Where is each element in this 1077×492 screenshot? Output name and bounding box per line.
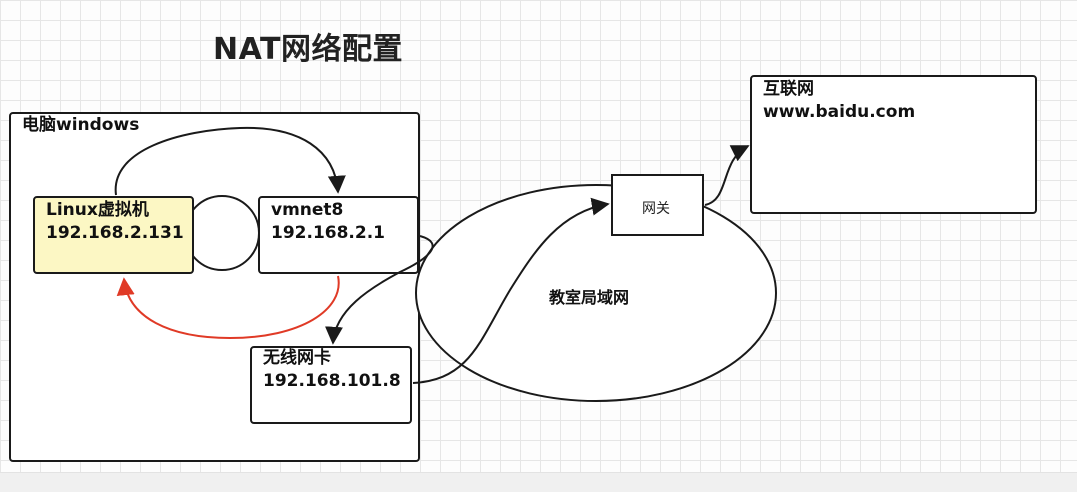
vmnet8-text: vmnet8 192.168.2.1: [271, 199, 385, 245]
vmnet8-name: vmnet8: [271, 200, 344, 220]
internet-name: 互联网: [763, 79, 814, 99]
arrow-vmnet8-to-wireless: [325, 235, 434, 345]
wireless-nic-box: [250, 346, 412, 424]
linux-vm-box: [33, 196, 194, 274]
vmnet8-ip: 192.168.2.1: [271, 223, 386, 243]
arrow-return-to-linux: [116, 275, 340, 340]
internet-text: 互联网 www.baidu.com: [763, 78, 915, 124]
vmnet8-box: [258, 196, 419, 274]
lan-label: 教室局域网: [549, 288, 630, 307]
linux-vm-ip: 192.168.2.131: [46, 223, 184, 243]
internet-box: [750, 75, 1037, 214]
diagram-title: NAT网络配置: [213, 32, 403, 67]
gateway-label: 网关: [642, 201, 670, 217]
arrow-linux-to-vmnet8: [114, 126, 346, 196]
windows-host-label: 电脑windows: [22, 115, 140, 135]
bottom-strip: [0, 472, 1077, 492]
internet-url: www.baidu.com: [763, 102, 916, 122]
arrow-gateway-to-internet: [704, 145, 750, 206]
lan-ellipse: [415, 184, 777, 402]
linux-vm-text: Linux虚拟机 192.168.2.131: [46, 199, 184, 245]
gateway-box: [611, 174, 704, 236]
wireless-nic-name: 无线网卡: [263, 348, 331, 368]
arrow-wireless-to-gateway: [412, 197, 610, 384]
wireless-nic-text: 无线网卡 192.168.101.8: [263, 347, 401, 393]
wireless-nic-ip: 192.168.101.8: [263, 371, 401, 391]
linux-vm-name: Linux虚拟机: [46, 200, 149, 220]
